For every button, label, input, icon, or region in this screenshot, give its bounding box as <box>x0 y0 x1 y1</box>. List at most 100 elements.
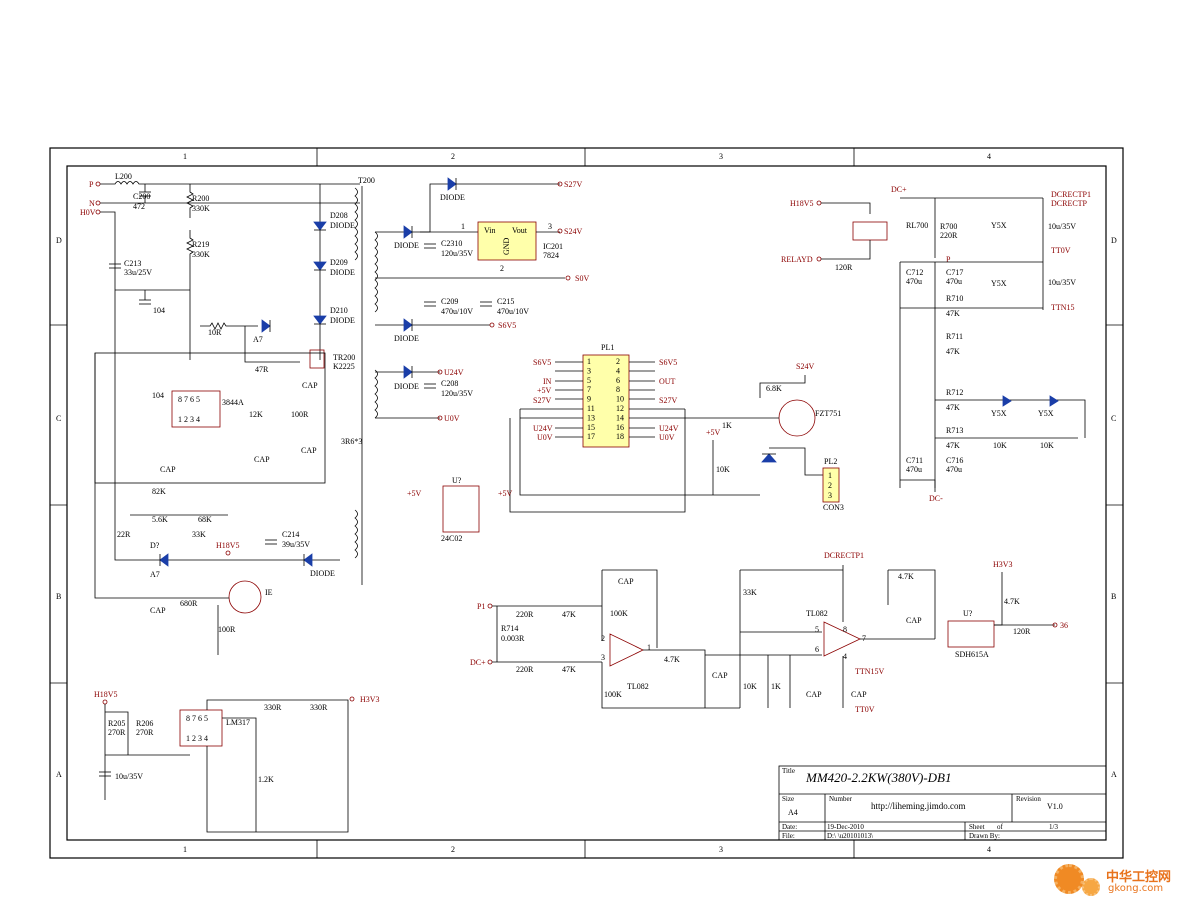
net-p1: P1 <box>477 602 485 611</box>
c712-label: C712 <box>906 268 923 277</box>
pl2-pin2: 2 <box>828 481 832 490</box>
r219-label: R219 <box>192 240 209 249</box>
net-n: N <box>89 199 95 208</box>
grid-row-d-right: D <box>1111 236 1117 245</box>
c712-value: 470u <box>906 277 922 286</box>
lm317-label: LM317 <box>226 718 250 727</box>
net-dcrectp: DCRECTP <box>1051 199 1088 208</box>
net-5v-pl1: +5V <box>537 386 552 395</box>
net-s0v: S0V <box>575 274 589 283</box>
net-s6v5-pl1-r: S6V5 <box>659 358 677 367</box>
r100k-a-label: 100K <box>610 609 628 618</box>
net-p-dc: P <box>946 255 951 264</box>
smps-primary-block: P N H0V L200 C200 472 R200 330K R219 330… <box>80 172 375 655</box>
net-36: 36 <box>1060 621 1068 630</box>
net-h3v3-lm: H3V3 <box>360 695 380 704</box>
r10k-c-label: 10K <box>743 682 757 691</box>
watermark-text: 中华工控网 <box>1106 870 1172 885</box>
secondary-rectifier-block: DIODE S27V DIODE Vin Vout GND 1 3 2 IC20… <box>374 177 589 423</box>
r82k-label: 82K <box>152 487 166 496</box>
sheet-frame: 1 2 3 4 1 2 3 4 D C B A D C B A <box>49 147 1124 859</box>
grid-col-1-bottom: 1 <box>183 845 187 854</box>
r712-value: 47K <box>946 403 960 412</box>
c209-value: 470u/10V <box>441 307 473 316</box>
r4k7-a-label: 4.7K <box>664 655 680 664</box>
grid-col-3-bottom: 3 <box>719 845 723 854</box>
y5x-b-label: Y5X <box>991 279 1007 288</box>
cap-fb2-label: CAP <box>906 616 922 625</box>
c2310-label: C2310 <box>441 239 462 248</box>
c716-value: 470u <box>946 465 962 474</box>
net-ttn15: TTN15 <box>1051 303 1075 312</box>
k2225-label: K2225 <box>333 362 355 371</box>
net-dcrectp1-sense: DCRECTP1 <box>824 551 864 560</box>
lm317-pins-top: 8 7 6 5 <box>186 714 208 723</box>
grid-col-1: 1 <box>183 152 187 161</box>
uc3844-pins-bottom: 1 2 3 4 <box>178 415 200 424</box>
pl1-pin-14: 14 <box>616 413 624 422</box>
net-in: IN <box>543 377 552 386</box>
pl1-pin-5: 5 <box>587 376 591 385</box>
r56k-label: 5.6K <box>152 515 168 524</box>
dc-bus-block: DC+ H18V5 RL700 RELAYD 120R R700 220R P … <box>781 185 1091 503</box>
r10k-label: 10K <box>716 465 730 474</box>
revision-value: V1.0 <box>1047 802 1063 811</box>
y5x-d-label: Y5X <box>1038 409 1054 418</box>
a7-label: A7 <box>253 335 263 344</box>
pl1-pin-18: 18 <box>616 432 624 441</box>
pl1-pin-11: 11 <box>587 404 595 413</box>
c717-value: 470u <box>946 277 962 286</box>
eeprom-24c02-chip <box>442 485 480 533</box>
net-h18v5-lm: H18V5 <box>94 690 118 699</box>
d210-label: D210 <box>330 306 348 315</box>
net-s27v: S27V <box>564 180 582 189</box>
pl2-pin1: 1 <box>828 471 832 480</box>
net-5v-eeprom-r: +5V <box>498 489 513 498</box>
rl700-label: RL700 <box>906 221 928 230</box>
u24c02-label: U? <box>452 476 462 485</box>
tr200-label: TR200 <box>333 353 355 362</box>
current-sense-block: P1 DC+ R714 0.003R 220R 220R 47K 47K CAP… <box>470 551 1068 714</box>
uc3844-chip <box>171 390 221 428</box>
tl082-a-label: TL082 <box>627 682 649 691</box>
net-dcplus: DC+ <box>891 185 907 194</box>
r1k2-label: 1.2K <box>258 775 274 784</box>
grid-row-c-right: C <box>1111 414 1116 423</box>
sdh615a-optocoupler <box>947 620 995 648</box>
net-h3v3: H3V3 <box>993 560 1013 569</box>
r120-label: 120R <box>835 263 853 272</box>
opamp2-pin5: 5 <box>815 625 819 634</box>
net-s6v5: S6V5 <box>498 321 516 330</box>
net-s24v: S24V <box>564 227 582 236</box>
c209-label: C209 <box>441 297 458 306</box>
c200-value: 472 <box>133 202 145 211</box>
diode-u24v-label: DIODE <box>394 382 419 391</box>
pl2-pin3: 3 <box>828 491 832 500</box>
pl1-connector <box>582 354 630 448</box>
uc3844-pins-top: 8 7 6 5 <box>178 395 200 404</box>
ic201-pin3: 3 <box>548 222 552 231</box>
drawn-by-label: Drawn By: <box>969 832 1000 840</box>
pl1-pin-9: 9 <box>587 395 591 404</box>
net-h18v5-relay: H18V5 <box>790 199 814 208</box>
ic201-value: 7824 <box>543 251 559 260</box>
u-opto-label: U? <box>963 609 973 618</box>
watermark-subtext: gkong.com <box>1108 883 1164 894</box>
c104a-label: 104 <box>153 306 165 315</box>
net-tt0v: TT0V <box>1051 246 1071 255</box>
grid-col-4-bottom: 4 <box>987 845 991 854</box>
r47k-b-label: 47K <box>562 665 576 674</box>
grid-col-2-bottom: 2 <box>451 845 455 854</box>
net-ttn15v: TTN15V <box>855 667 885 676</box>
cap-opamp1-fb: CAP <box>618 577 634 586</box>
pl1-pin-2: 2 <box>616 357 620 366</box>
r713-value: 47K <box>946 441 960 450</box>
y5x-c-label: Y5X <box>991 409 1007 418</box>
ic201-label: IC201 <box>543 242 563 251</box>
net-dcplus-sense: DC+ <box>470 658 486 667</box>
eeprom-24c02-part: 24C02 <box>441 534 462 543</box>
cap-left-label: CAP <box>160 465 176 474</box>
net-5v-eeprom-l: +5V <box>407 489 422 498</box>
lm317-chip <box>179 709 223 747</box>
